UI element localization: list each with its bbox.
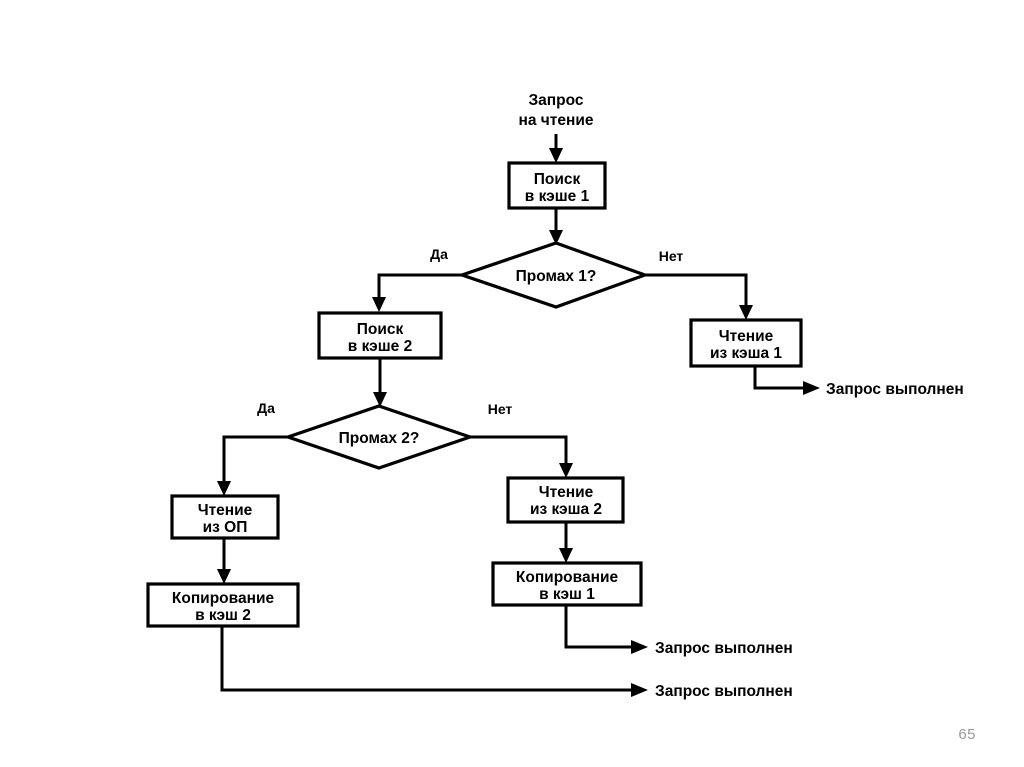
start-label: Запрос на чтение (518, 92, 593, 129)
node-miss-1-label: Промах 1? (516, 268, 597, 285)
connector-read-cache-1-to-done (753, 366, 820, 395)
connector-search-cache-2-to-miss-2 (373, 358, 387, 407)
node-copy-to-cache-2: Копирование в кэш 2 (146, 582, 300, 628)
node-copy-to-cache-1: Копирование в кэш 1 (491, 561, 643, 607)
node-search-cache-1: Поиск в кэше 1 (507, 161, 607, 210)
terminal-done-cache-2: Запрос выполнен (655, 640, 793, 657)
page-number: 65 (958, 726, 976, 743)
node-copy-to-cache-2-line1: Копирование (172, 590, 275, 607)
node-miss-2-label: Промах 2? (339, 430, 420, 447)
node-read-cache-2-line2: из кэша 2 (530, 501, 602, 518)
connector-miss-1-yes (372, 273, 462, 312)
node-read-main-mem-line2: из ОП (203, 519, 248, 536)
connector-copy-cache-2-to-done (220, 626, 648, 697)
connector-miss-2-no (470, 435, 573, 478)
node-copy-to-cache-1-line1: Копирование (516, 569, 619, 586)
node-read-cache-1-line1: Чтение (719, 328, 774, 345)
node-read-cache-2: Чтение из кэша 2 (506, 476, 625, 524)
branch-label-miss2-yes: Да (257, 400, 275, 416)
node-search-cache-2-line1: Поиск (357, 321, 404, 338)
node-read-cache-2-line1: Чтение (539, 484, 594, 501)
connector-miss-2-yes (217, 435, 288, 496)
node-search-cache-1-line1: Поиск (534, 171, 581, 188)
node-search-cache-2-line2: в кэше 2 (348, 338, 412, 355)
branch-label-miss2-no: Нет (488, 401, 513, 417)
terminal-done-main-mem: Запрос выполнен (655, 683, 793, 700)
node-search-cache-2: Поиск в кэше 2 (317, 311, 443, 360)
connector-read-cache-2-to-copy-cache-1 (559, 522, 573, 563)
node-read-main-mem-line1: Чтение (198, 502, 253, 519)
connector-start-to-search-cache-1 (549, 134, 563, 163)
node-copy-to-cache-1-line2: в кэш 1 (539, 586, 595, 603)
node-copy-to-cache-2-line2: в кэш 2 (195, 607, 251, 624)
connector-miss-1-no (645, 273, 753, 320)
branch-label-miss1-no: Нет (659, 248, 684, 264)
node-read-cache-1-line2: из кэша 1 (710, 345, 782, 362)
branch-label-miss1-yes: Да (430, 246, 448, 262)
node-read-cache-1: Чтение из кэша 1 (689, 318, 803, 368)
connector-read-main-mem-to-copy-cache-2 (217, 538, 231, 584)
node-search-cache-1-line2: в кэше 1 (525, 188, 590, 205)
terminal-done-cache-1: Запрос выполнен (826, 381, 964, 398)
start-label-line1: Запрос (528, 92, 583, 109)
start-label-line2: на чтение (518, 112, 593, 129)
node-miss-1: Промах 1? (457, 241, 650, 309)
connector-search-cache-1-to-miss-1 (549, 208, 563, 245)
node-miss-2: Промах 2? (283, 404, 475, 470)
connector-copy-cache-1-to-done (564, 605, 648, 654)
node-read-main-mem: Чтение из ОП (170, 494, 280, 540)
